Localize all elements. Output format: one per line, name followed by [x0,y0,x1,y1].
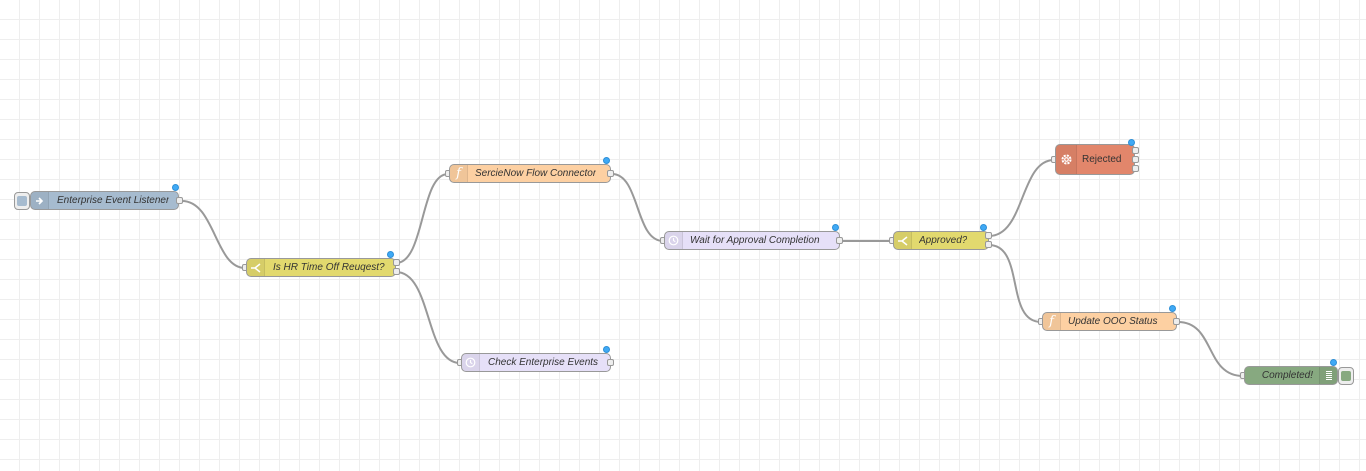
changed-indicator [832,224,839,231]
arrow-in-icon [31,192,49,209]
wire-update-ooo-to-completed[interactable] [1177,321,1244,377]
output-port-1[interactable] [985,232,992,239]
changed-indicator [603,157,610,164]
function-icon: f [450,165,468,182]
changed-indicator [603,346,610,353]
node-label: Rejected [1082,154,1122,165]
changed-indicator [1128,139,1135,146]
wire-servicenow-to-wait[interactable] [611,173,664,242]
debug-toggle-button[interactable] [1338,367,1354,385]
changed-indicator [172,184,179,191]
function-icon: f [1043,313,1061,330]
wire-is-hr-to-servicenow[interactable] [395,173,449,264]
node-check-enterprise-events[interactable]: Check Enterprise Events [461,353,611,372]
output-port[interactable] [836,237,843,244]
node-label: SercieNow Flow Connector [475,168,597,179]
output-port[interactable] [607,359,614,366]
node-label: Check Enterprise Events [488,357,599,368]
node-servicenow-flow-connector[interactable]: f SercieNow Flow Connector [449,164,611,183]
output-port[interactable] [176,197,183,204]
changed-indicator [387,251,394,258]
node-completed[interactable]: Completed! [1244,366,1338,385]
output-port-1[interactable] [393,259,400,266]
debug-button-face [1341,371,1351,381]
changed-indicator [1169,305,1176,312]
output-port-2[interactable] [393,268,400,275]
output-port-1[interactable] [1132,147,1139,154]
node-label: Approved? [919,235,968,246]
clock-icon [462,354,480,371]
changed-indicator [1330,359,1337,366]
node-label: Enterprise Event Listener [57,195,170,206]
output-port-2[interactable] [1132,156,1139,163]
node-is-hr-time-off-request[interactable]: Is HR Time Off Reuqest? [246,258,396,277]
list-icon [1319,367,1337,384]
output-port[interactable] [1173,318,1180,325]
gear-icon [1056,145,1077,174]
wire-approved-to-update-ooo[interactable] [988,244,1042,323]
node-enterprise-event-listener[interactable]: Enterprise Event Listener [30,191,179,210]
node-rejected[interactable]: Rejected [1055,144,1135,175]
switch-icon [894,232,912,249]
clock-icon [665,232,683,249]
inject-button-face [17,196,27,206]
node-label: Update OOO Status [1068,316,1158,327]
switch-icon [247,259,265,276]
wire-is-hr-to-check-events[interactable] [395,271,461,364]
wire-listener-to-is-hr[interactable] [181,200,246,269]
output-port-3[interactable] [1132,165,1139,172]
output-port[interactable] [607,170,614,177]
wire-approved-to-rejected[interactable] [988,159,1055,237]
node-label: Is HR Time Off Reuqest? [273,262,385,273]
changed-indicator [980,224,987,231]
inject-trigger-button[interactable] [14,192,30,210]
node-label: Wait for Approval Completion [690,235,820,246]
output-port-2[interactable] [985,241,992,248]
node-wait-for-approval-completion[interactable]: Wait for Approval Completion [664,231,840,250]
node-update-ooo-status[interactable]: f Update OOO Status [1042,312,1177,331]
node-label: Completed! [1261,370,1313,381]
node-approved[interactable]: Approved? [893,231,989,250]
